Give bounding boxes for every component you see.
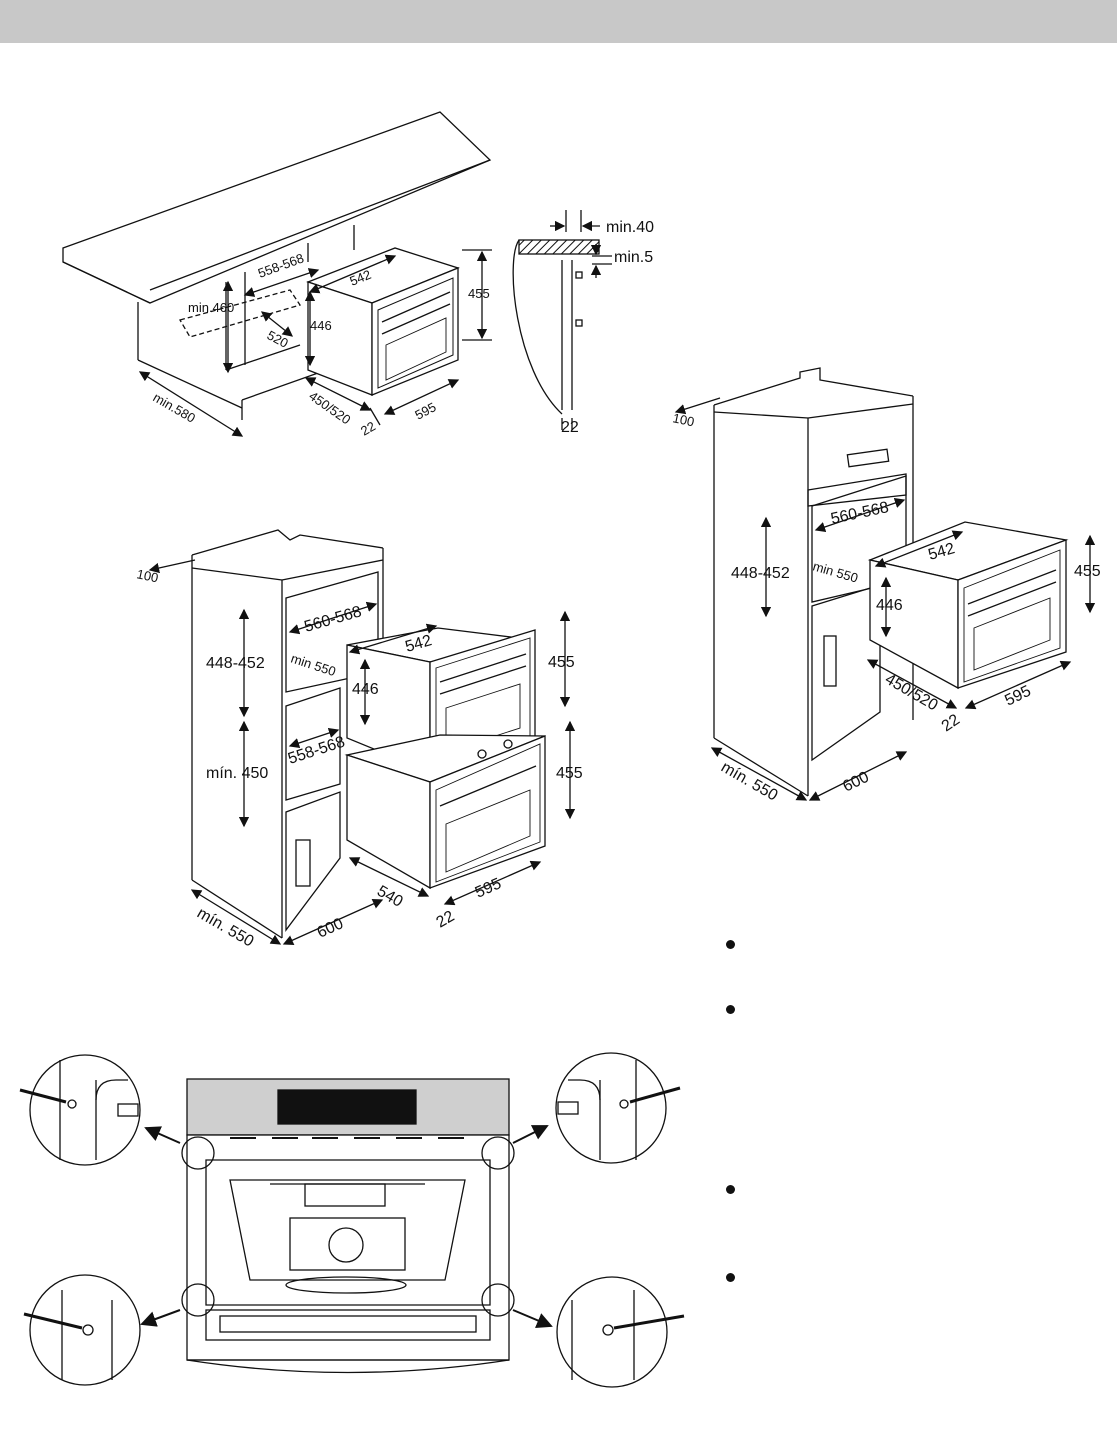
label-niche-height: 448-452: [206, 655, 265, 672]
label-depth-min: min.580: [151, 390, 199, 426]
label-cabinet-width: 600: [315, 915, 346, 941]
diagram-column-double: [148, 529, 576, 946]
label-oven-height-total-single: 455: [1074, 563, 1101, 580]
diagram-column-single: [674, 367, 1096, 801]
header-band: [0, 0, 1117, 43]
label-upper-oven-height-body: 446: [352, 681, 379, 698]
label-top-gap: min.40: [606, 219, 654, 236]
label-depth-opts-single: 450/520: [882, 671, 941, 715]
label-niche-width: 560-568: [302, 603, 363, 636]
label-cabinet-depth: mín. 550: [194, 905, 257, 951]
label-vent: 100: [135, 566, 159, 585]
label-side-gap: min.5: [614, 249, 653, 266]
bullet-item: [726, 940, 735, 949]
bullet-item: [726, 1005, 735, 1014]
label-lower-width: 558-568: [286, 733, 347, 767]
label-upper-oven-height-total: 455: [548, 654, 575, 671]
label-upper-oven-depth: 542: [403, 632, 433, 656]
label-depth-520: 520: [265, 327, 291, 350]
label-oven-height-body: 446: [310, 318, 332, 333]
label-niche-width-single: 560-568: [829, 499, 890, 528]
label-section-front-thick: 22: [561, 419, 579, 436]
bullet-item: [726, 1185, 735, 1194]
label-height-min: min.460: [188, 300, 234, 315]
label-lower-oven-height: 455: [556, 765, 583, 782]
label-niche-height-single: 448-452: [731, 565, 790, 582]
bullet-item: [726, 1273, 735, 1282]
label-front-width: 595: [473, 875, 504, 901]
diagram-section: [512, 210, 612, 430]
label-front-thick-single: 22: [939, 711, 963, 735]
label-front-width: 595: [412, 399, 438, 422]
label-lower-depth: 540: [374, 883, 406, 911]
label-front-thick: 22: [358, 418, 378, 438]
label-depth-opts: 450/520: [306, 388, 353, 427]
label-cabinet-width-single: 600: [840, 769, 872, 796]
label-oven-height-total: 455: [468, 286, 490, 301]
label-niche-depth: min 550: [289, 651, 338, 680]
label-front-thick: 22: [434, 908, 458, 932]
label-niche-depth-single: min 550: [811, 558, 860, 585]
diagram-under-counter: [62, 111, 492, 437]
label-front-width-single: 595: [1002, 683, 1034, 710]
label-oven-depth-single: 542: [926, 540, 956, 564]
diagram-front-screws: [19, 1052, 685, 1388]
label-vent-single: 100: [671, 410, 695, 429]
diagram-section-labels: min.40 min.5 22: [561, 219, 654, 436]
label-lower-height: mín. 450: [206, 765, 268, 782]
label-cabinet-depth-single: mín. 550: [718, 759, 781, 805]
label-oven-height-body-single: 446: [876, 597, 903, 614]
